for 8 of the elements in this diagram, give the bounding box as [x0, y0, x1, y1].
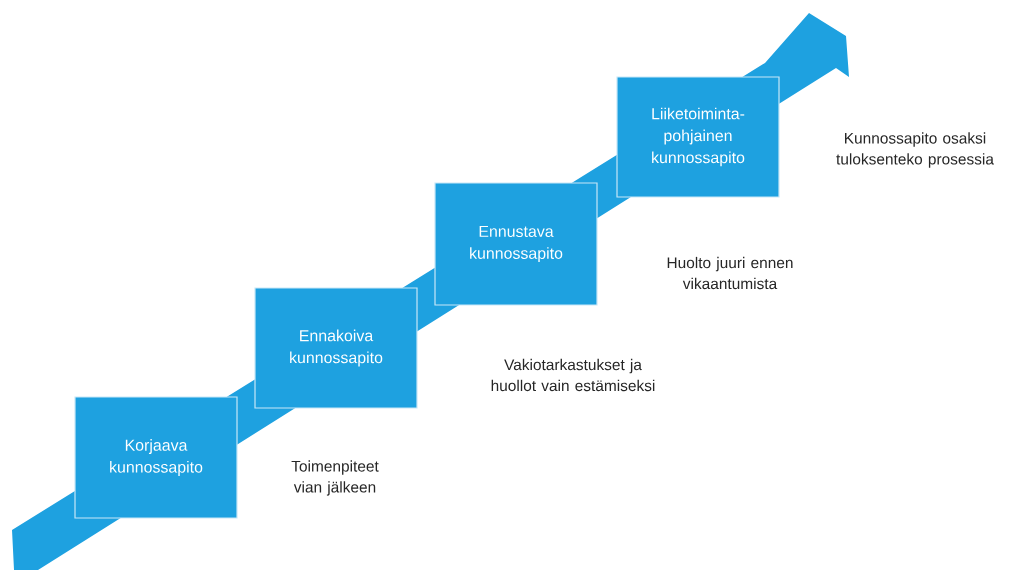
description-text: Huolto juuri ennen vikaantumista	[667, 256, 793, 290]
stage-box: Ennustava kunnossapito	[434, 182, 598, 306]
stage-box: Korjaava kunnossapito	[74, 396, 238, 519]
description-text: Kunnossapito osaksi tuloksenteko prosessia	[836, 132, 994, 168]
stage-box: Ennakoiva kunnossapito	[254, 287, 418, 409]
description-text: Vakiotarkastukset ja huollot vain estämiseksi	[491, 358, 655, 392]
description-text: Toimenpiteet vian jälkeen	[291, 460, 379, 496]
stage-box: Liiketoiminta-pohjainen kunnossapito	[616, 76, 780, 198]
